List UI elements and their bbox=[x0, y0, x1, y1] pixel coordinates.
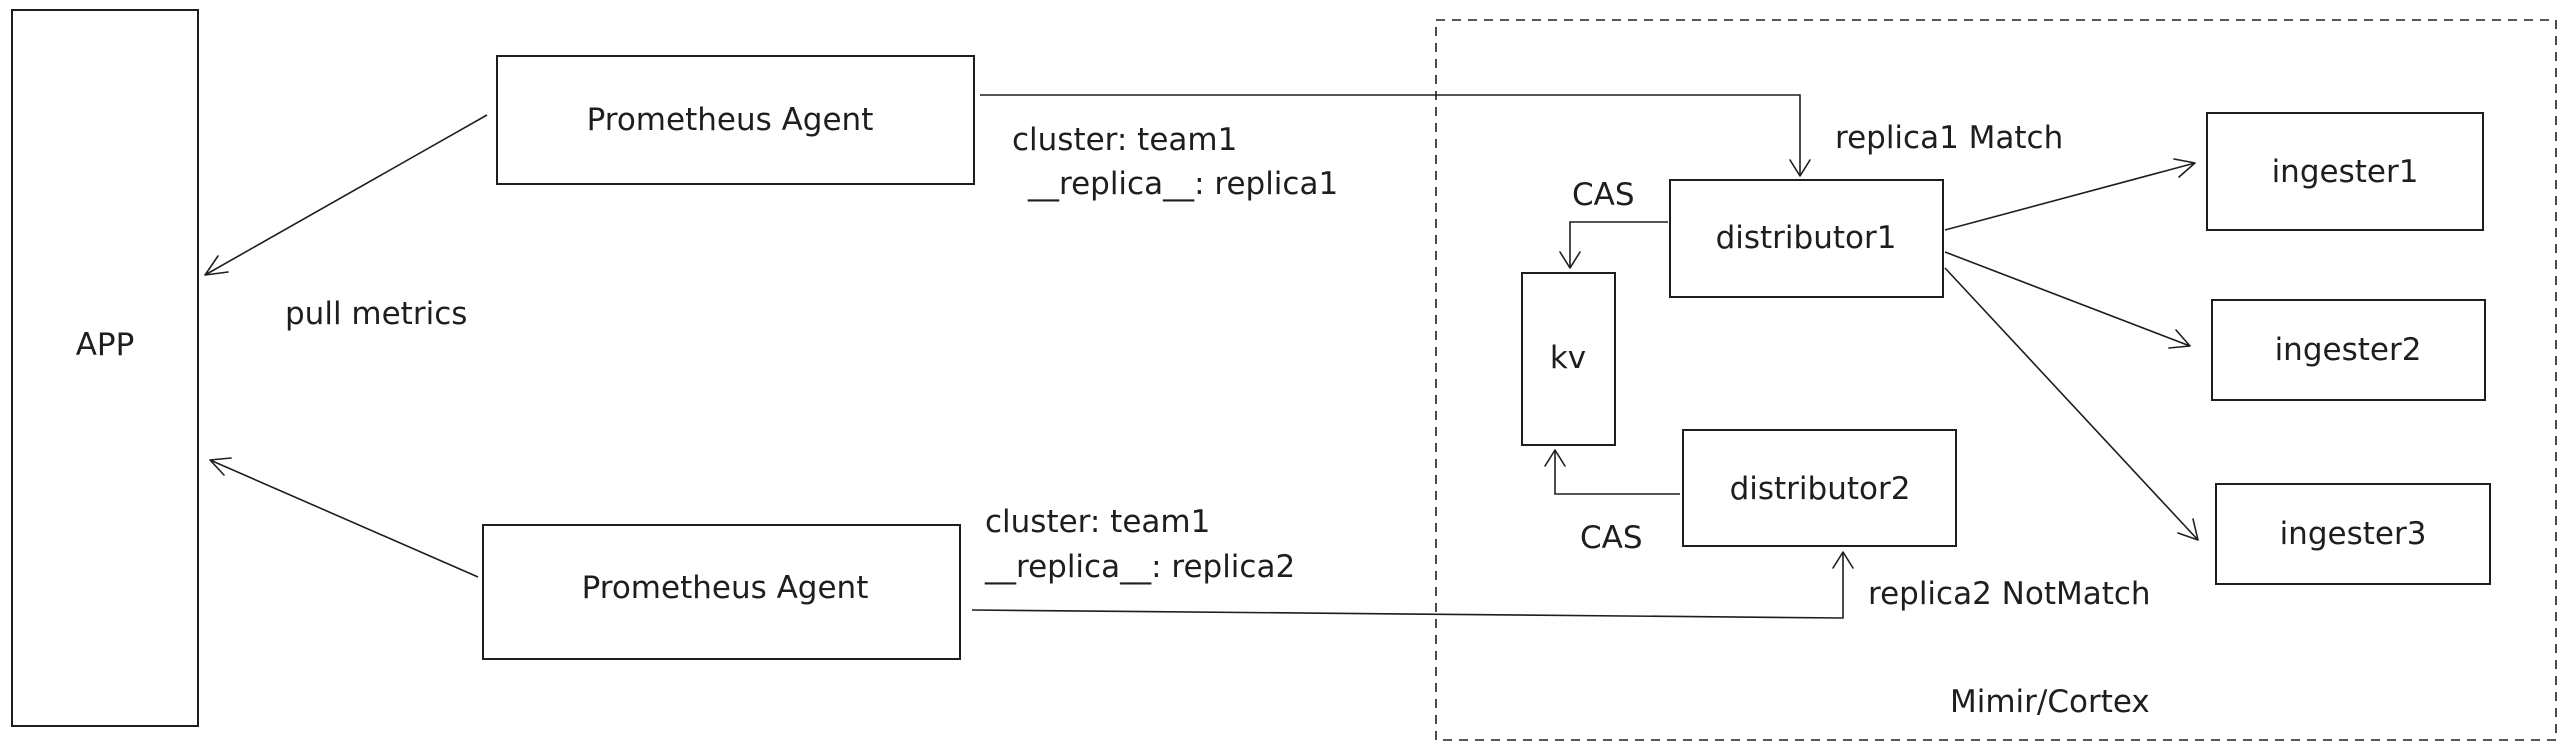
ingester2-node: ingester2 bbox=[2211, 299, 2486, 401]
distributor2-node: distributor2 bbox=[1682, 429, 1957, 547]
agent2-cluster-label: cluster: team1 bbox=[985, 504, 1210, 540]
distributor1-label: distributor1 bbox=[1716, 220, 1897, 256]
cas-bottom-label: CAS bbox=[1580, 520, 1643, 556]
edge-distributor1-to-kv bbox=[1559, 221, 1668, 269]
agent1-replica-label: __replica__: replica1 bbox=[1027, 166, 1338, 202]
arrowhead bbox=[204, 255, 229, 276]
arrowhead bbox=[1559, 251, 1581, 269]
ingester2-box bbox=[2211, 299, 2486, 401]
app-node: APP bbox=[11, 9, 199, 727]
prometheus-agent-1-node: Prometheus Agent bbox=[496, 55, 975, 185]
mimir-cortex-region bbox=[1435, 19, 2557, 741]
edge-agent1-to-app bbox=[204, 114, 488, 276]
mimir-cortex-label: Mimir/Cortex bbox=[1950, 684, 2150, 720]
edge-agent1-to-distributor1 bbox=[980, 94, 1811, 177]
arrowhead bbox=[1789, 159, 1811, 177]
ingester3-node: ingester3 bbox=[2215, 483, 2491, 585]
app-box bbox=[11, 9, 199, 727]
ingester1-node: ingester1 bbox=[2206, 112, 2484, 231]
edge-agent2-to-app bbox=[209, 457, 479, 578]
prometheus-agent-2-label: Prometheus Agent bbox=[582, 570, 869, 606]
ingester1-box bbox=[2206, 112, 2484, 231]
replica2-notmatch-label: replica2 NotMatch bbox=[1868, 576, 2151, 612]
distributor1-node: distributor1 bbox=[1669, 179, 1944, 298]
prometheus-agent-2-box bbox=[482, 524, 961, 660]
ingester2-label: ingester2 bbox=[2275, 332, 2422, 368]
distributor2-box bbox=[1682, 429, 1957, 547]
kv-node: kv bbox=[1521, 272, 1616, 446]
kv-label: kv bbox=[1550, 340, 1586, 376]
agent1-cluster-label: cluster: team1 bbox=[1012, 122, 1237, 158]
distributor2-label: distributor2 bbox=[1730, 471, 1911, 507]
arrowhead bbox=[2177, 518, 2199, 541]
arrowhead bbox=[209, 457, 232, 476]
arrowhead bbox=[1544, 449, 1566, 467]
ingester1-label: ingester1 bbox=[2272, 154, 2419, 190]
arrowhead bbox=[1832, 551, 1854, 569]
agent2-replica-label: __replica__: replica2 bbox=[984, 549, 1295, 585]
edge-distributor1-to-ingester3 bbox=[1944, 267, 2199, 541]
distributor1-box bbox=[1669, 179, 1944, 298]
arrowhead bbox=[2168, 329, 2191, 349]
edge-distributor2-to-kv bbox=[1544, 449, 1680, 495]
edge-distributor1-to-ingester1 bbox=[1944, 158, 2196, 231]
prometheus-agent-1-box bbox=[496, 55, 975, 185]
ingester3-box bbox=[2215, 483, 2491, 585]
ingester3-label: ingester3 bbox=[2280, 516, 2427, 552]
edge-distributor1-to-ingester2 bbox=[1944, 251, 2191, 349]
arrowhead bbox=[2173, 158, 2196, 178]
prometheus-agent-1-label: Prometheus Agent bbox=[587, 102, 874, 138]
pull-metrics-label: pull metrics bbox=[285, 296, 467, 332]
edge-agent2-to-distributor2 bbox=[971, 551, 1854, 619]
prometheus-agent-2-node: Prometheus Agent bbox=[482, 524, 961, 660]
cas-top-label: CAS bbox=[1572, 177, 1635, 213]
app-label: APP bbox=[76, 327, 135, 363]
replica1-match-label: replica1 Match bbox=[1835, 120, 2063, 156]
kv-box bbox=[1521, 272, 1616, 446]
